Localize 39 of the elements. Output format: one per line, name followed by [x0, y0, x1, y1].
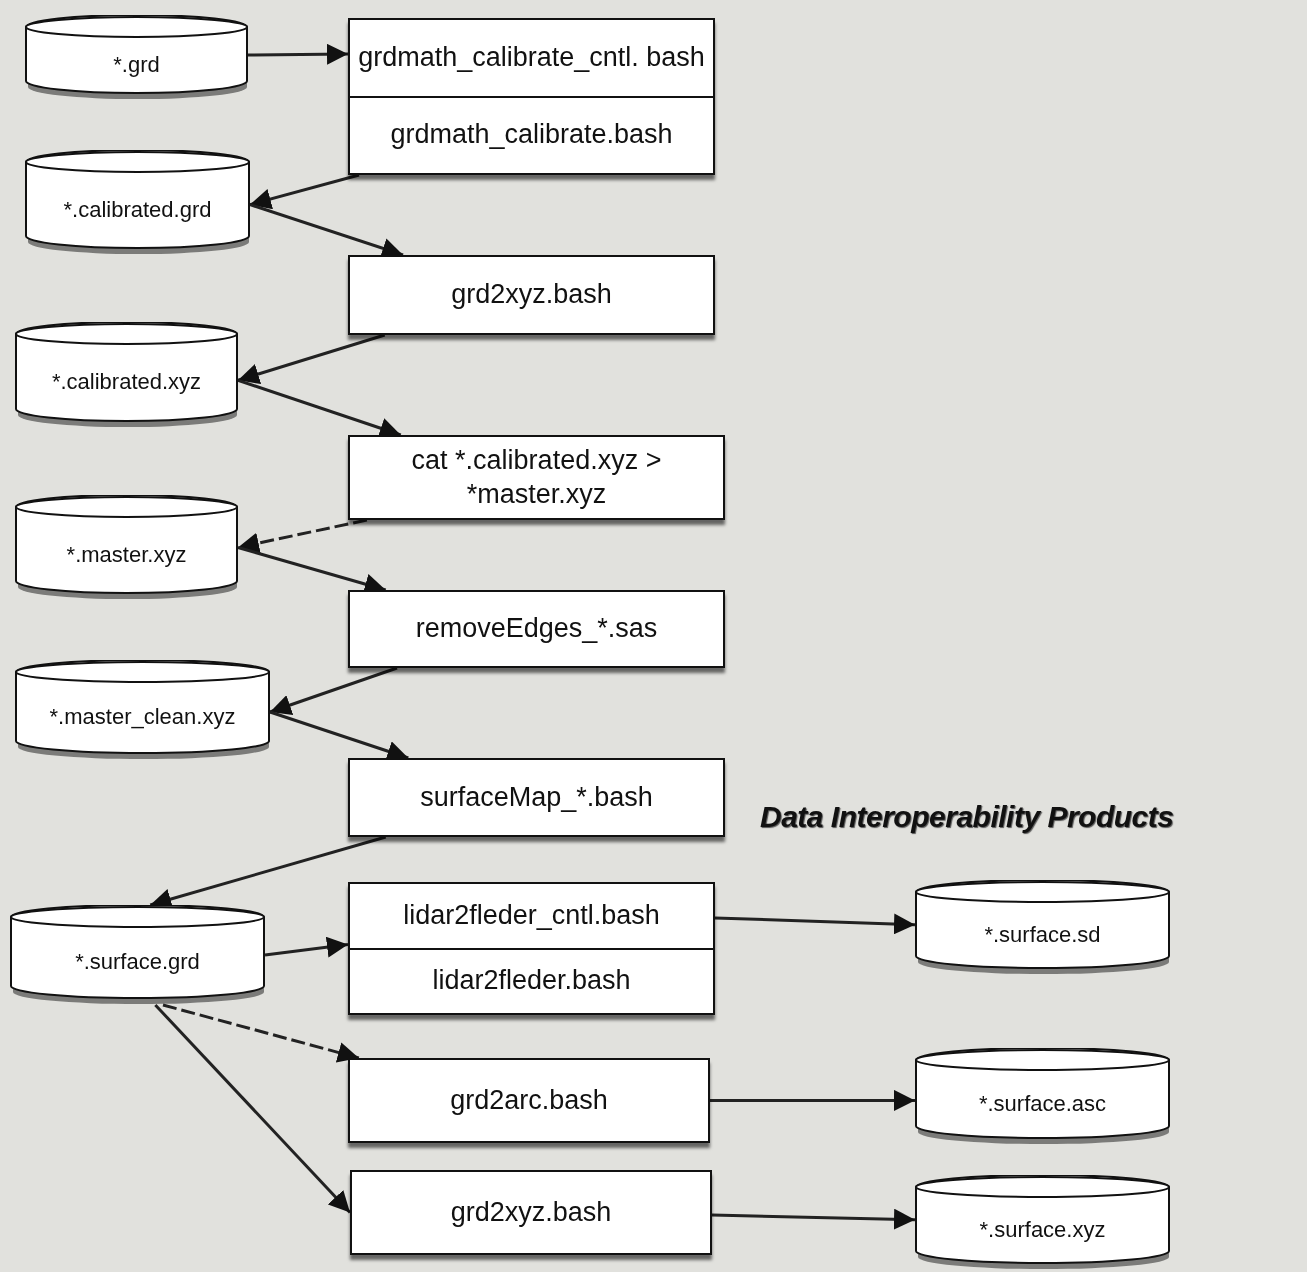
- script-label: cat *.calibrated.xyz > *master.xyz: [410, 443, 663, 511]
- arrow: [249, 173, 360, 210]
- arrow: [711, 1208, 916, 1230]
- process-box: [348, 255, 715, 335]
- file-label: *.master_clean.xyz: [49, 704, 236, 730]
- script-label: surfaceMap_*.bash: [419, 780, 654, 814]
- file-label: *.surface.asc: [978, 1090, 1107, 1117]
- arrow: [248, 43, 348, 65]
- process-box: [348, 1058, 710, 1143]
- arrow: [714, 913, 916, 935]
- arrow: [710, 1089, 915, 1111]
- file-label: *.grd: [113, 51, 160, 78]
- file-label: *.surface.xyz: [979, 1216, 1106, 1243]
- process-box: [348, 435, 725, 520]
- arrow: [154, 1003, 352, 1214]
- script-label: lidar2fleder_cntl.bash: [402, 898, 661, 932]
- arrow: [162, 1003, 360, 1063]
- arrow: [237, 333, 386, 385]
- file-label: *.calibrated.grd: [63, 196, 212, 223]
- script-label: grd2xyz.bash: [449, 1195, 613, 1229]
- process-box: [348, 590, 725, 668]
- process-box: [348, 18, 715, 175]
- file-label: *.surface.grd: [75, 949, 200, 975]
- file-label: *.surface.sd: [984, 921, 1101, 948]
- process-box: [348, 882, 715, 1015]
- script-label: grd2arc.bash: [449, 1083, 609, 1117]
- script-label: lidar2fleder.bash: [431, 964, 632, 998]
- script-label: grdmath_calibrate.bash: [389, 118, 674, 152]
- script-label: grdmath_calibrate_cntl. bash: [357, 40, 706, 74]
- file-label: *.calibrated.xyz: [51, 369, 202, 395]
- script-label: grd2xyz.bash: [450, 278, 613, 312]
- arrow: [237, 518, 368, 554]
- file-label: *.master.xyz: [66, 541, 187, 568]
- process-box: [348, 758, 725, 837]
- arrow: [269, 666, 398, 716]
- section-heading: Data Interoperability Products: [760, 800, 1174, 834]
- script-label: removeEdges_*.sas: [414, 612, 659, 646]
- arrow: [264, 936, 349, 958]
- process-box: [350, 1170, 712, 1255]
